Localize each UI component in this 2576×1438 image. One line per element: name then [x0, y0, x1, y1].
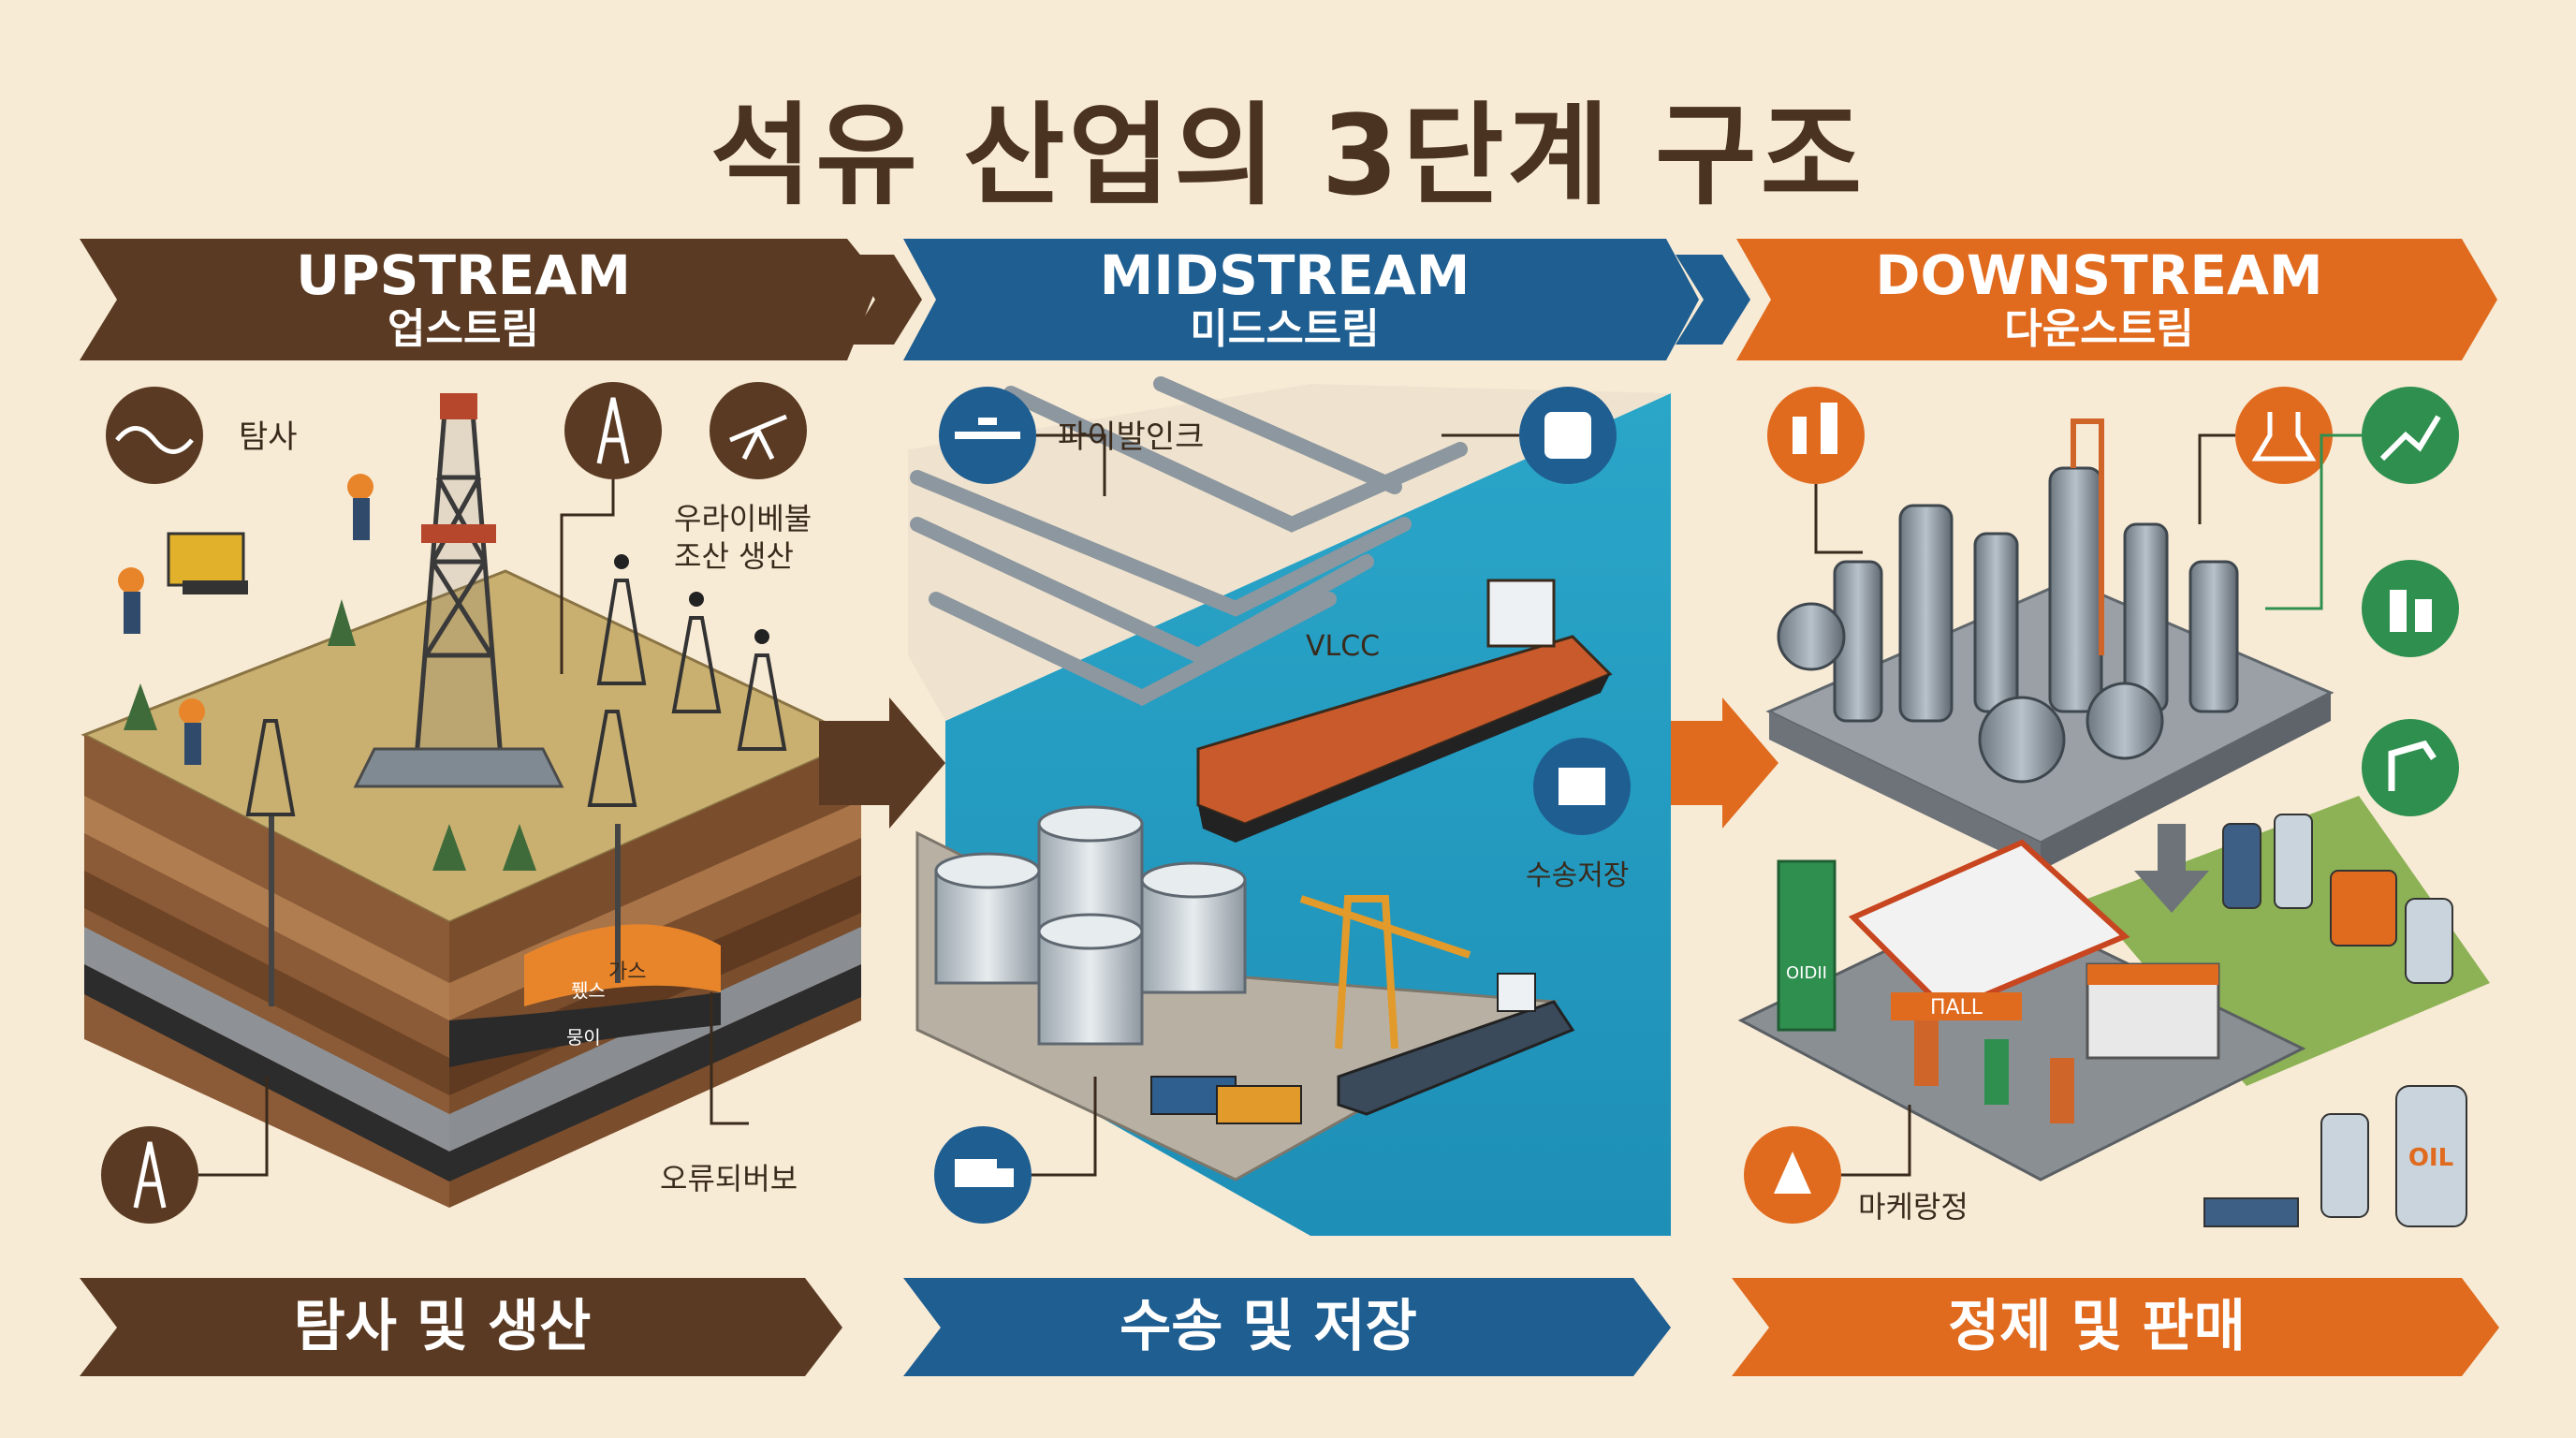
label-storage: 수송저장 [1526, 859, 1629, 892]
label-wells-line2: 조산 생산 [674, 538, 794, 574]
label-vlcc: VLCC [1306, 630, 1380, 663]
midstream-bottom-banner [903, 1278, 1671, 1376]
upstream-title-ko: 업스트림 [388, 305, 539, 353]
label-marketing: 마케랑정 [1858, 1189, 1969, 1225]
midstream-title-ko: 미드스트림 [1190, 305, 1380, 353]
downstream-scene: OIDII ΠALL OIL [1737, 387, 2490, 1227]
downstream-title-en: DOWNSTREAM [1875, 243, 2323, 307]
label-gas: 가스 [608, 961, 646, 984]
label-wells-line1: 우라이베불 [674, 501, 812, 536]
upstream-banner [80, 239, 880, 360]
pole-sign-text: OIDII [1786, 963, 1827, 983]
label-oil-b: 뭉이 [566, 1026, 601, 1049]
downstream-bottom-banner [1732, 1278, 2499, 1376]
seismic-icon [106, 387, 203, 484]
upstream-title-en: UPSTREAM [296, 243, 631, 307]
bottles-icon [2362, 560, 2459, 657]
upstream-banner-arrow [847, 255, 922, 345]
fuel-nozzle-icon [2362, 719, 2459, 816]
growth-chart-icon [2362, 387, 2459, 484]
midstream-banner-arrow [1676, 255, 1750, 345]
flow-arrow-mid-to-down [1647, 697, 1778, 829]
lab-flask-icon [2235, 387, 2333, 484]
oil-label: OIL [2408, 1144, 2453, 1172]
page-title: 석유 산업의 3단계 구조 [710, 91, 1866, 220]
upstream-bottom-banner [80, 1278, 842, 1376]
midstream-scene: 파이발인크 VLCC 수송저장 [908, 376, 1671, 1236]
flow-arrow-up-to-mid [819, 697, 945, 829]
flow-arrow-refinery-to-station [2134, 824, 2209, 913]
upstream-bottom-label: 탐사 및 생산 [293, 1294, 592, 1359]
derrick-icon [564, 382, 662, 479]
label-pipeline: 파이발인크 [1058, 418, 1204, 456]
label-bottom: 오류되버보 [660, 1161, 798, 1196]
downstream-banner-label: DOWNSTREAM 다운스트림 [1736, 245, 2462, 354]
midstream-banner [903, 239, 1699, 360]
label-explore: 탐사 [239, 418, 298, 456]
upstream-banner-label: UPSTREAM 업스트림 [80, 245, 847, 354]
station-pole-sign [1777, 859, 1837, 1032]
downstream-banner [1736, 239, 2497, 360]
downstream-title-ko: 다운스트림 [2004, 305, 2194, 353]
midstream-banner-label: MIDSTREAM 미드스트림 [903, 245, 1666, 354]
station-sign-text: ΠALL [1930, 996, 1983, 1020]
upstream-scene: 탐사 우라이베불 조산 생산 가스 퓄스 뭉이 오류되버보 [80, 382, 865, 1224]
refinery-icon [1767, 387, 1865, 484]
label-oil-a: 퓄스 [571, 979, 606, 1002]
downstream-bottom-label: 정제 및 판매 [1948, 1294, 2246, 1359]
well-site-icon [101, 1126, 198, 1224]
midstream-bottom-label: 수송 및 저장 [1120, 1294, 1417, 1359]
midstream-title-en: MIDSTREAM [1099, 243, 1471, 307]
